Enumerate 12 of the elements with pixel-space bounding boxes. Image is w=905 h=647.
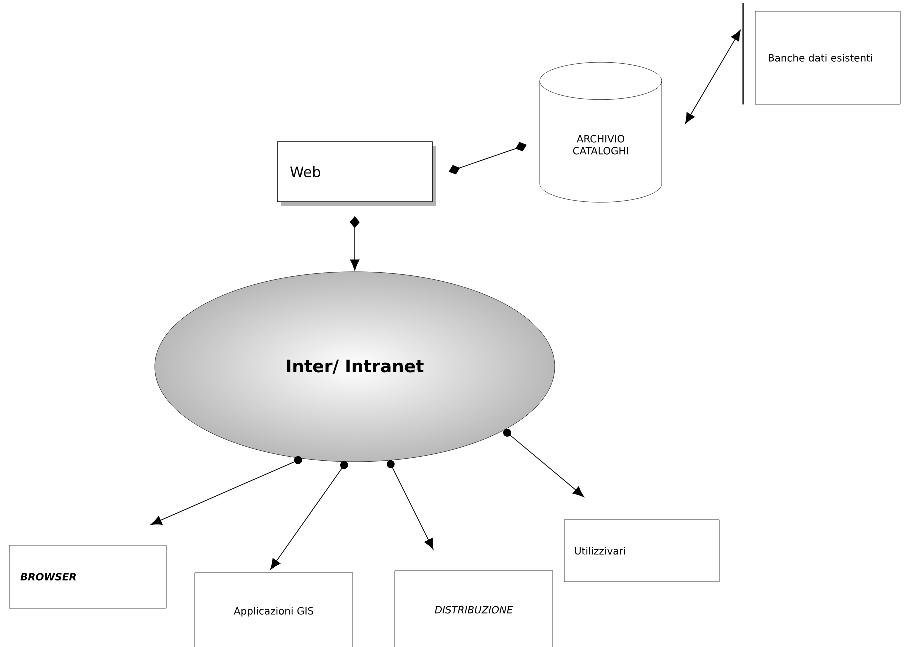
arrow [150, 456, 302, 526]
output-box: BROWSER [9, 545, 167, 609]
database-cylinder: ARCHIVIO CATALOGHI [540, 62, 662, 203]
data-box: Banche dati esistenti [755, 11, 901, 105]
output-box: Utilizzivari [564, 520, 720, 582]
arrow [386, 460, 434, 550]
arrow [270, 461, 348, 570]
arrow [685, 30, 741, 124]
arrow [503, 428, 584, 498]
output-box: Applicazioni GIS [194, 572, 354, 647]
web-box: Web [277, 142, 436, 206]
output-box: DISTRIBUZIONE [394, 570, 554, 647]
